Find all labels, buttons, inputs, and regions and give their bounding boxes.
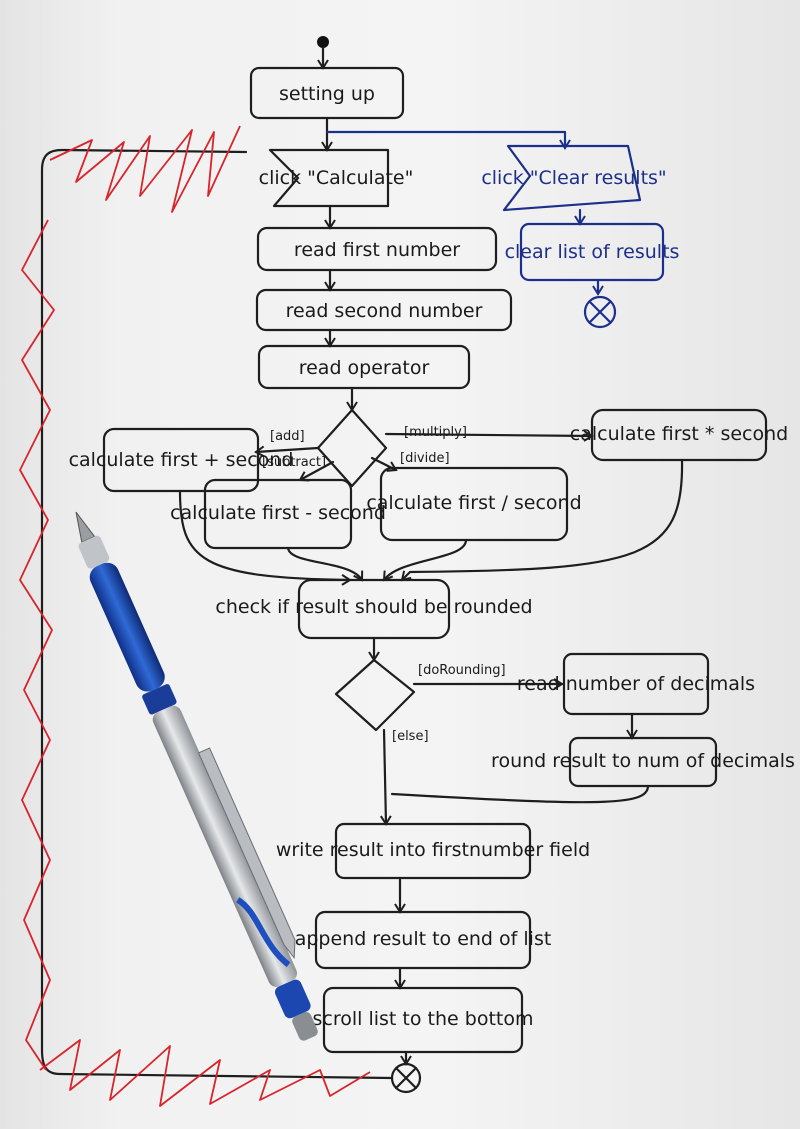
action-label: read operator: [299, 357, 430, 379]
end-node-main: [390, 1062, 422, 1094]
action-label: calculate first - second: [170, 502, 386, 524]
action-label: read second number: [286, 300, 483, 322]
action-label: round result to num of decimals: [491, 750, 795, 772]
action-label: append result to end of list: [295, 928, 552, 950]
action-label: check if result should be rounded: [215, 596, 532, 618]
action-label: read number of decimals: [517, 673, 755, 695]
guard-multiply: [multiply]: [404, 425, 467, 440]
red-scribble-left: [19, 219, 55, 1071]
action-label: calculate first * second: [570, 423, 788, 445]
action-read-decimals: read number of decimals: [517, 652, 755, 716]
action-label: write result into firstnumber field: [276, 839, 590, 861]
red-scribble-bottom: [39, 1039, 371, 1107]
start-node: [317, 36, 329, 48]
action-calculate-add: calculate first + second: [69, 427, 294, 493]
guard-subtract: [subtract]: [262, 455, 326, 470]
action-read-second-number: read second number: [255, 288, 513, 332]
action-label: calculate first / second: [366, 492, 581, 514]
action-append-result: append result to end of list: [295, 910, 552, 970]
red-scribble-top: [49, 125, 241, 213]
signal-click-calculate: click "Calculate": [259, 148, 414, 208]
action-clear-list: clear list of results: [505, 222, 680, 282]
action-read-operator: read operator: [257, 344, 471, 390]
decision-rounding: [334, 658, 416, 732]
end-node-clear: [583, 295, 617, 329]
action-label: scroll list to the bottom: [313, 1008, 534, 1030]
guard-else: [else]: [392, 729, 429, 744]
signal-click-clear-results: click "Clear results": [481, 144, 667, 212]
action-calculate-multiply: calculate first * second: [570, 408, 788, 462]
signal-label: click "Clear results": [481, 167, 666, 189]
guard-divide: [divide]: [400, 451, 450, 466]
action-round-result: round result to num of decimals: [491, 736, 795, 788]
decision-operator: [316, 408, 388, 488]
action-scroll-list: scroll list to the bottom: [313, 986, 534, 1054]
loop-back-line: [40, 148, 394, 1080]
action-label: calculate first + second: [69, 449, 294, 471]
signal-label: click "Calculate": [259, 167, 414, 189]
action-calculate-divide: calculate first / second: [366, 466, 582, 542]
action-label: read first number: [294, 239, 460, 261]
action-read-first-number: read first number: [256, 226, 498, 272]
action-label: clear list of results: [505, 241, 680, 263]
action-calculate-subtract: calculate first - second: [170, 478, 386, 550]
action-label: setting up: [279, 83, 375, 105]
action-check-rounding: check if result should be rounded: [215, 578, 533, 640]
guard-do-rounding: [doRounding]: [418, 663, 506, 678]
action-write-result: write result into firstnumber field: [276, 822, 590, 880]
pen-image: [75, 511, 318, 1041]
guard-add: [add]: [270, 429, 305, 444]
action-setting-up: setting up: [249, 66, 405, 120]
